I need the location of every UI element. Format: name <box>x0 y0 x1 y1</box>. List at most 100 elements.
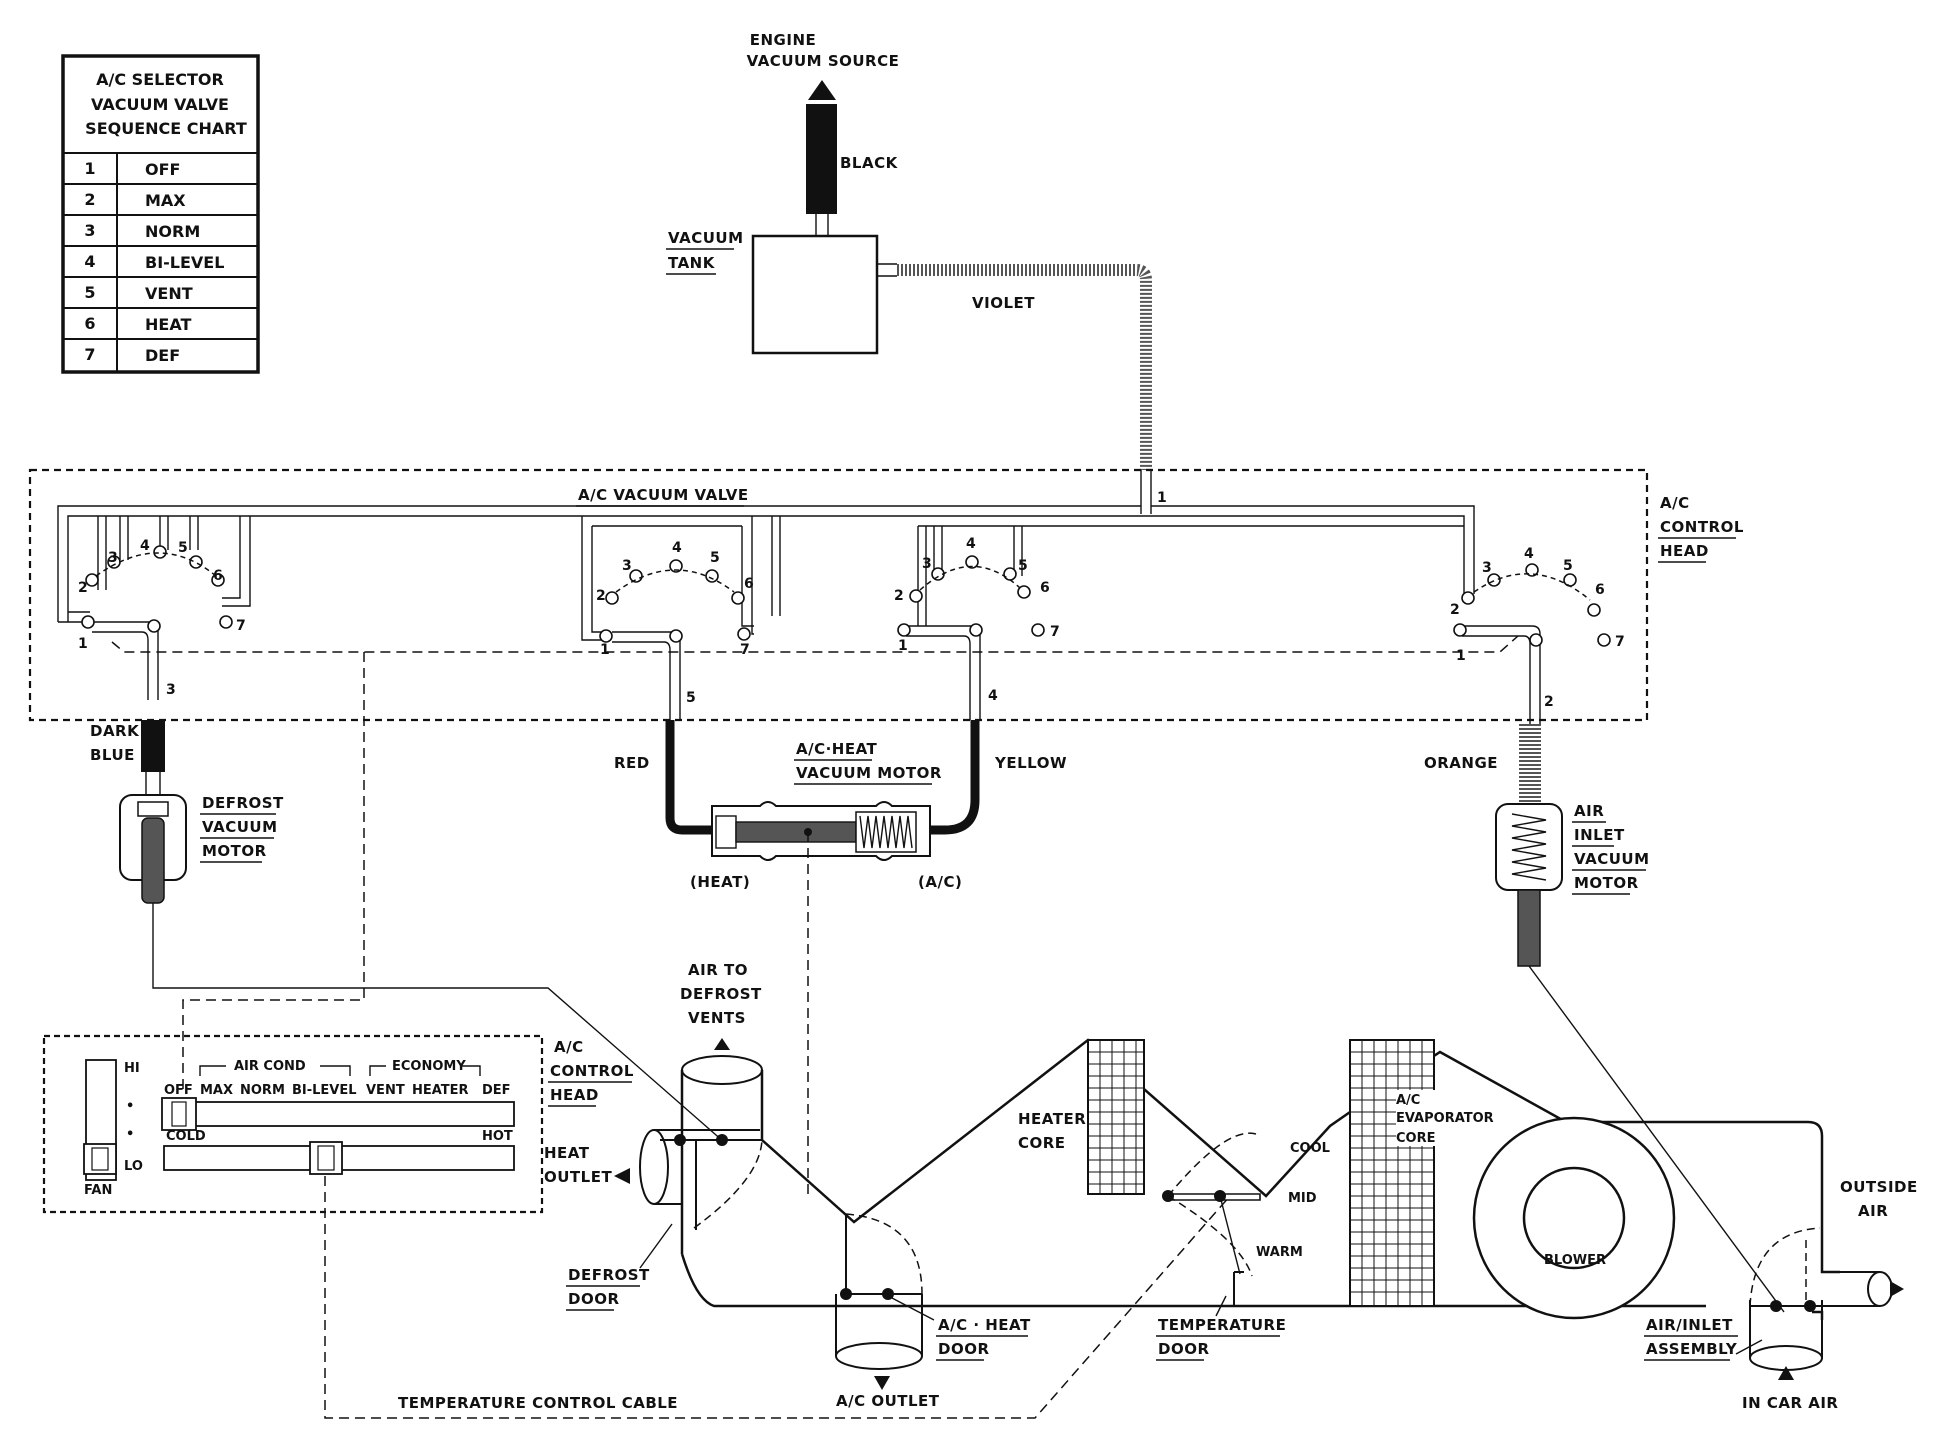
ac-heat-door-label-line-1: A/C · HEAT <box>938 1316 1031 1334</box>
black-hose <box>806 104 837 214</box>
chart-row-num: 7 <box>84 345 95 364</box>
sequence-chart: A/C SELECTOR VACUUM VALVE SEQUENCE CHART… <box>61 54 260 374</box>
valve-port-group-1: 1 2 3 4 5 6 7 3 <box>78 538 246 698</box>
control-head-bottom-label-line-1: A/C <box>554 1038 584 1056</box>
chart-title-line-1: A/C SELECTOR <box>96 70 224 89</box>
chart-row-mode: BI-LEVEL <box>145 253 224 272</box>
arrow-left-icon <box>614 1168 630 1184</box>
port-label: 3 <box>1482 560 1492 576</box>
mode-norm: NORM <box>240 1083 285 1098</box>
hose-number-2: 2 <box>1544 694 1554 710</box>
defrost-motor-label-line-2: VACUUM <box>202 818 278 836</box>
red-hose <box>665 720 712 835</box>
hose-number-5: 5 <box>686 690 696 706</box>
outside-air-label-line-2: AIR <box>1858 1202 1888 1220</box>
ac-heat-motor-label-line-2: VACUUM MOTOR <box>796 764 942 782</box>
ac-control-head-outline <box>28 468 1649 722</box>
chart-row-num: 1 <box>84 159 95 178</box>
heater-core-label-line-1: HEATER <box>1018 1110 1086 1128</box>
defrost-linkage <box>152 958 725 1143</box>
violet-label: VIOLET <box>972 294 1035 312</box>
port-label: 1 <box>898 638 908 654</box>
port-label: 4 <box>140 538 150 554</box>
port-label: 4 <box>672 540 682 556</box>
engine-label-line-1: ENGINE <box>750 31 817 49</box>
port-label: 7 <box>1615 634 1625 650</box>
port-label: 3 <box>922 556 932 572</box>
control-head-bottom-label-line-3: HEAD <box>550 1086 599 1104</box>
mid-label: MID <box>1288 1191 1317 1206</box>
dark-blue-label-line-2: BLUE <box>90 746 135 764</box>
vacuum-channels <box>57 505 1541 724</box>
temperature-door: COOL MID WARM TEMPERATURE DOOR <box>1156 1132 1330 1361</box>
chart-row-num: 5 <box>84 283 95 302</box>
air-inlet-motor-label-line-1: AIR <box>1574 802 1604 820</box>
mode-heater: HEATER <box>412 1083 469 1098</box>
mode-off: OFF <box>164 1083 193 1098</box>
chart-title-line-2: VACUUM VALVE <box>91 95 229 114</box>
port-label: 5 <box>178 540 188 556</box>
valve-port-group-3: 1 2 3 4 5 6 7 4 <box>894 536 1060 704</box>
evaporator-core: A/C EVAPORATOR CORE <box>1349 1039 1494 1307</box>
port-label: 6 <box>1595 582 1605 598</box>
mode-def: DEF <box>482 1083 511 1098</box>
chart-row-mode: DEF <box>145 346 180 365</box>
chart-row-mode: OFF <box>145 160 180 179</box>
fan-low-bullet: • <box>126 1127 134 1142</box>
port-label: 5 <box>1563 558 1573 574</box>
port-label: 2 <box>1450 602 1460 618</box>
black-label: BLACK <box>840 154 899 172</box>
air-inlet-assembly-label-line-2: ASSEMBLY <box>1646 1340 1738 1358</box>
blower-label: BLOWER <box>1544 1253 1606 1268</box>
air-to-defrost-label-line-1: AIR TO <box>688 961 748 979</box>
orange-label: ORANGE <box>1424 754 1498 772</box>
air-to-defrost-label-line-2: DEFROST <box>680 985 762 1003</box>
yellow-label: YELLOW <box>994 754 1067 772</box>
air-inlet-motor-label-line-4: MOTOR <box>1574 874 1639 892</box>
hose-number-3: 3 <box>166 682 176 698</box>
heat-outlet-label-line-2: OUTLET <box>544 1168 612 1186</box>
chart-row-num: 2 <box>84 190 95 209</box>
port-label: 1 <box>600 642 610 658</box>
air-inlet-linkage <box>1528 965 1785 1313</box>
chart-row-mode: NORM <box>145 222 200 241</box>
port-label: 6 <box>744 576 754 592</box>
heater-core-label-line-2: CORE <box>1018 1134 1066 1152</box>
chart-row-num: 4 <box>84 252 95 271</box>
air-to-defrost-label-line-3: VENTS <box>688 1009 746 1027</box>
air-inlet-motor-label-line-3: VACUUM <box>1574 850 1650 868</box>
chart-row: 7 DEF <box>84 345 180 365</box>
fan-mid-bullet: • <box>126 1099 134 1114</box>
mode-lever-track[interactable] <box>163 1101 515 1127</box>
air-cond-label: AIR COND <box>234 1059 306 1074</box>
port-label: 3 <box>108 550 118 566</box>
chart-row: 5 VENT <box>84 283 192 303</box>
control-head-top-label-line-2: CONTROL <box>1660 518 1744 536</box>
cold-label: COLD <box>166 1129 206 1144</box>
temperature-door-label-line-2: DOOR <box>1158 1340 1210 1358</box>
hose-number-1: 1 <box>1157 490 1167 506</box>
cool-label: COOL <box>1290 1141 1330 1156</box>
port-label: 2 <box>78 580 88 596</box>
port-label: 3 <box>622 558 632 574</box>
port-label: 7 <box>1050 624 1060 640</box>
port-label: 1 <box>78 636 88 652</box>
vacuum-tank: VACUUM TANK <box>666 229 897 355</box>
ac-outlet-label: A/C OUTLET <box>836 1392 940 1410</box>
arrow-left-icon <box>1890 1281 1904 1297</box>
engine-vacuum-source: ENGINE VACUUM SOURCE BLACK <box>747 31 899 236</box>
dark-blue-label-line-1: DARK <box>90 722 140 740</box>
fan-lo-label: LO <box>124 1159 143 1174</box>
port-label: 5 <box>710 550 720 566</box>
defrost-motor-label-line-1: DEFROST <box>202 794 284 812</box>
air-inlet-motor-label-line-2: INLET <box>1574 826 1625 844</box>
mode-max: MAX <box>200 1083 233 1098</box>
port-label: 4 <box>966 536 976 552</box>
hose-number-4: 4 <box>988 688 998 704</box>
ac-heat-vacuum-motor: RED YELLOW A/C·HEAT VACUUM MOTOR (HEAT) … <box>614 720 1067 1200</box>
port-label: 4 <box>1524 546 1534 562</box>
dark-blue-hose <box>141 720 165 772</box>
defrost-vacuum-motor: DARK BLUE DEFROST VACUUM MOTOR <box>90 720 284 958</box>
arrow-down-icon <box>874 1376 890 1390</box>
